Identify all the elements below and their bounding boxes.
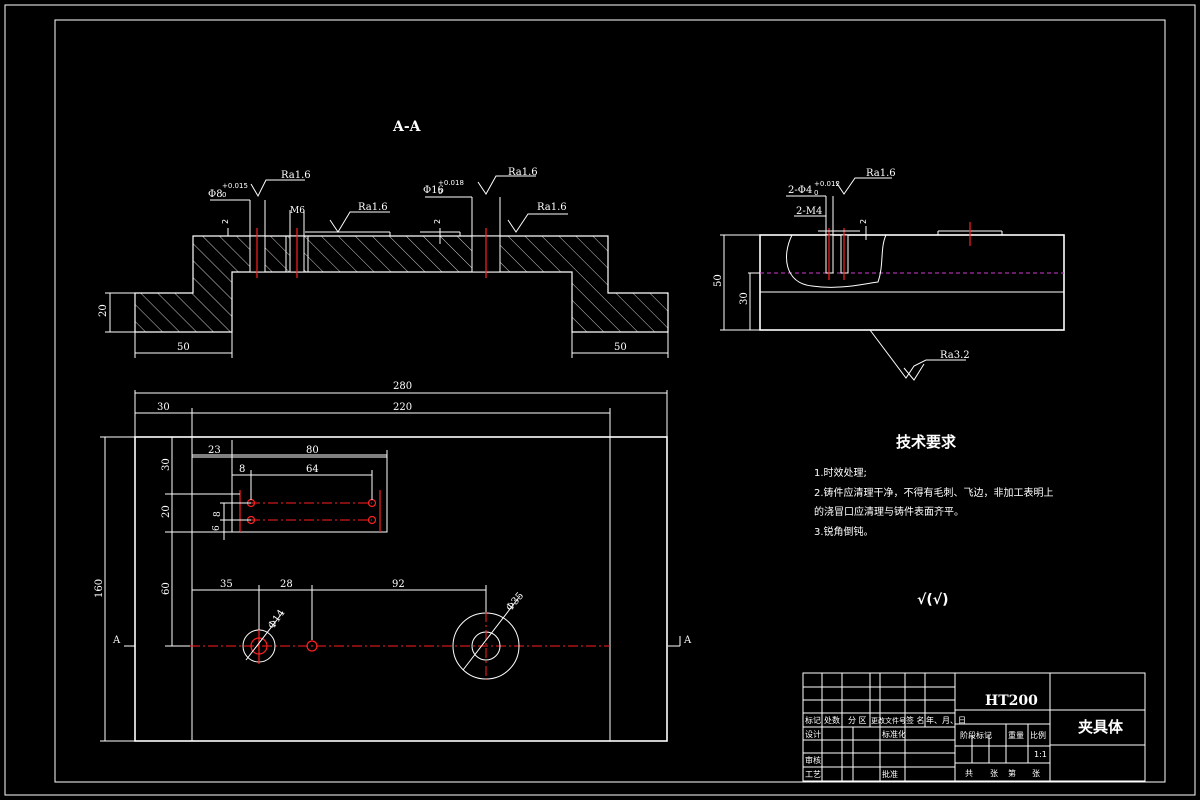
outer-frame (4, 4, 1196, 796)
dia-small: Φ14 (266, 608, 287, 631)
dim-6-v: 6 (212, 525, 222, 531)
svg-text:Ra1.6: Ra1.6 (866, 168, 896, 179)
roughness-symbol-4: Ra1.6 (507, 202, 568, 233)
side-hole-tol-upper: +0.012 (814, 180, 840, 188)
side-roughness-top: Ra1.6 (835, 168, 896, 195)
left-width-dim: 50 (177, 342, 190, 353)
svg-text:Ra1.6: Ra1.6 (358, 202, 388, 213)
dim-20-v: 20 (161, 505, 172, 518)
hole1-dia: Φ8 (208, 189, 223, 200)
section-mark-right: A (683, 635, 692, 646)
tb-count: 处数 (824, 715, 840, 725)
depth2-label: 2 (433, 219, 442, 224)
side-depth: 2 (859, 219, 868, 224)
side-height-base: 30 (739, 292, 750, 305)
dia-large: Φ35 (504, 590, 526, 613)
dim-30-v: 30 (161, 458, 172, 471)
side-hole-dia: 2-Φ4 (788, 185, 812, 196)
svg-text:Ra1.6: Ra1.6 (537, 202, 567, 213)
hole2-tol-upper: +0.018 (438, 179, 464, 187)
tb-design: 设计 (805, 729, 821, 739)
dim-23: 23 (208, 445, 221, 456)
tech-title: 技术要求 (896, 433, 957, 451)
hole2-dia: Φ16 (423, 185, 444, 196)
thread1-label: M6 (290, 206, 305, 216)
plan-width-total: 280 (393, 381, 412, 392)
hole1-tol-lower: 0 (222, 191, 226, 199)
plan-height-total: 160 (94, 579, 105, 598)
side-height-total: 50 (713, 274, 724, 287)
section-label: A-A (392, 119, 422, 135)
dim-64: 64 (306, 464, 319, 475)
section-body (134, 235, 669, 333)
section-view: A-A Φ8 +0.015 0 M6 Φ16 +0.018 0 (98, 119, 669, 358)
roughness-symbol-2: Ra1.6 (329, 202, 390, 233)
side-hole-tol-lower: 0 (814, 189, 818, 197)
tech-item-1: 1.时效处理; (814, 466, 867, 479)
tb-stage: 阶段标记 (960, 730, 992, 740)
tb-page: 第 (1008, 768, 1016, 778)
tech-item-4: 3.锐角倒钝。 (814, 525, 874, 538)
right-width-dim: 50 (614, 342, 627, 353)
side-view: 2-Φ4 +0.012 0 2-M4 2 Ra1.6 Ra3.2 50 30 (713, 168, 1065, 381)
plan-offset-left: 30 (157, 402, 170, 413)
svg-text:Ra1.6: Ra1.6 (508, 167, 538, 178)
hole2-tol-lower: 0 (438, 188, 442, 196)
tb-zone: 分 区 (848, 716, 867, 725)
tech-item-3: 的浇冒口应清理与铸件表面齐平。 (814, 505, 964, 518)
dim-35: 35 (220, 579, 233, 590)
tb-material: HT200 (985, 693, 1038, 709)
roughness-general: √(√) (917, 592, 948, 608)
tb-review: 审核 (805, 755, 821, 765)
tb-ratio: 比例 (1030, 730, 1046, 740)
tb-total: 共 (965, 769, 973, 778)
section-mark-left: A (112, 635, 121, 646)
tb-process: 工艺 (805, 770, 821, 779)
tb-date: 年、月、日 (926, 715, 966, 725)
dim-92: 92 (392, 579, 405, 590)
plan-view: 280 30 220 23 80 8 64 160 (94, 381, 692, 742)
tech-requirements: 技术要求 1.时效处理; 2.铸件应清理干净，不得有毛刺、飞边，非加工表明上 的… (814, 433, 1054, 608)
height-dim: 20 (98, 304, 109, 317)
dim-8: 8 (239, 464, 245, 475)
depth1-label: 2 (221, 219, 230, 224)
tb-sheet2: 张 (1032, 769, 1040, 778)
svg-text:Ra1.6: Ra1.6 (281, 170, 311, 181)
tb-weight: 重量 (1008, 730, 1024, 740)
tb-sheet: 张 (990, 769, 998, 778)
side-roughness-bottom: Ra3.2 (869, 329, 970, 381)
svg-text:Ra3.2: Ra3.2 (940, 350, 970, 361)
hole1-tol-upper: +0.015 (222, 182, 248, 190)
dim-28: 28 (280, 579, 293, 590)
tb-part-name: 夹具体 (1078, 718, 1124, 736)
roughness-symbol-1: Ra1.6 (250, 170, 311, 198)
dim-60-v: 60 (161, 582, 172, 595)
title-block: 标记 处数 分 区 更改文件号 签 名 年、月、日 设计 标准化 审核 工艺 批… (802, 672, 1146, 782)
dim-8-v: 8 (213, 511, 223, 517)
dim-80: 80 (306, 445, 319, 456)
plan-width-inner: 220 (393, 402, 412, 413)
tb-standard: 标准化 (882, 729, 906, 739)
inner-frame (54, 19, 1166, 783)
tb-doc-no: 更改文件号 (871, 716, 906, 725)
tb-approve: 批准 (882, 769, 898, 779)
tb-mark: 标记 (805, 715, 821, 725)
roughness-symbol-3: Ra1.6 (477, 167, 538, 195)
tb-scale: 1:1 (1034, 750, 1047, 759)
tech-item-2: 2.铸件应清理干净，不得有毛刺、飞边，非加工表明上 (814, 486, 1054, 499)
tb-sign: 签 名 (906, 715, 925, 725)
side-thread: 2-M4 (796, 206, 822, 217)
